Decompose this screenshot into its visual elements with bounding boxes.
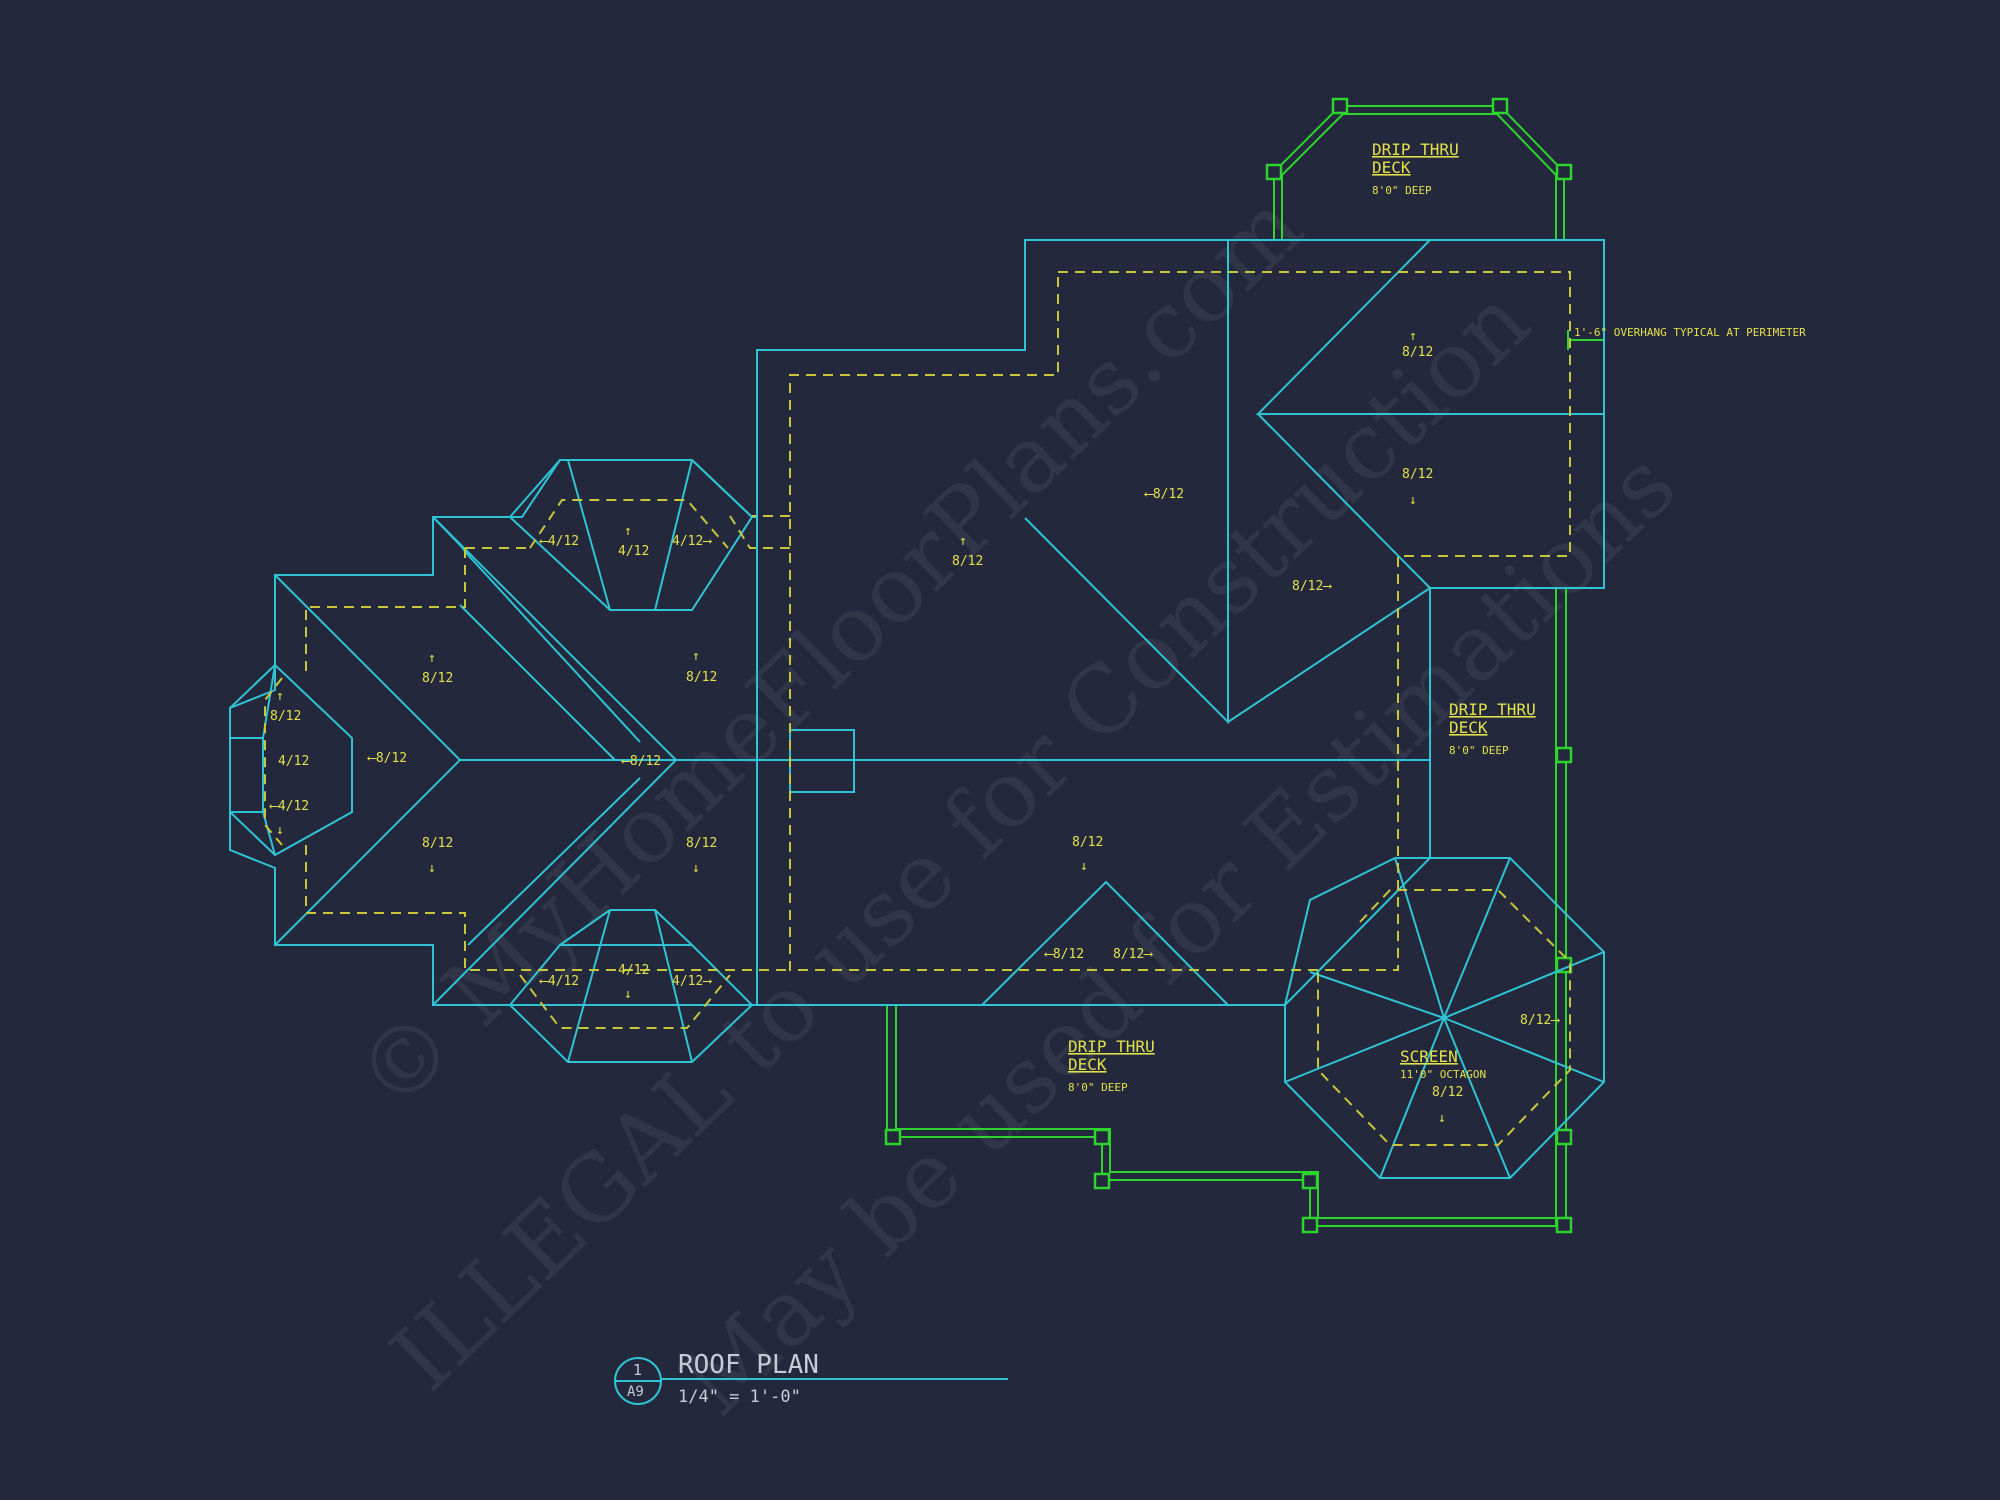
slope-label: ⟵8/12 (367, 751, 407, 766)
bottom-deck-title-2: DECK (1068, 1055, 1107, 1074)
front-gable (981, 880, 1229, 1006)
screen-octagon (1284, 857, 1605, 1179)
upper-right-hip (1024, 239, 1604, 725)
deck-post (1555, 1128, 1573, 1146)
slope-label: 4/12⟶ (672, 534, 712, 549)
slope-label: 8/12 (952, 554, 983, 569)
slope-arrow: ↓ (1409, 493, 1417, 508)
sheet-number: A9 (627, 1384, 644, 1400)
deck-post (1301, 1172, 1319, 1190)
slope-label: 8/12 (422, 671, 453, 686)
deck-post (1331, 97, 1349, 115)
top-bay-wall (465, 499, 729, 549)
bottom-deck-depth: 8'0" DEEP (1068, 1081, 1128, 1094)
slope-label: ⟵8/12 (621, 754, 661, 769)
slope-label: ⟵4/12 (269, 799, 309, 814)
slope-labels: 8/12 ↑ ⟵8/12 8/12 ↑ 8/12 ↓ 8/12⟶ 8/12 ↓ … (269, 329, 1560, 1126)
overhang-note: 1'-6" OVERHANG TYPICAL AT PERIMETER (1574, 326, 1806, 339)
slope-arrow: ↑ (624, 524, 632, 539)
deck-posts (884, 97, 1573, 1234)
deck-post (1555, 163, 1573, 181)
slope-arrow: ↓ (624, 987, 632, 1002)
slope-label: 8/12⟶ (1292, 579, 1332, 594)
slope-label: 4/12⟶ (672, 974, 712, 989)
slope-label: 4/12 (618, 544, 649, 559)
slope-label: ⟵4/12 (539, 974, 579, 989)
top-deck-depth: 8'0" DEEP (1372, 184, 1432, 197)
bottom-bay (508, 909, 754, 1063)
slope-arrow: ↑ (276, 689, 284, 704)
detail-number: 1 (633, 1361, 642, 1379)
right-deck-depth: 8'0" DEEP (1449, 744, 1509, 757)
slope-arrow: ↓ (276, 823, 284, 838)
slope-label: 8/12 (686, 836, 717, 851)
deck-post (1093, 1172, 1111, 1190)
drawing-scale: 1/4" = 1'-0" (678, 1387, 801, 1407)
deck-post (884, 1128, 902, 1146)
top-deck-title-2: DECK (1372, 158, 1411, 177)
deck-post (1491, 97, 1509, 115)
slope-arrow: ↑ (692, 649, 700, 664)
bottom-deck-title: DRIP THRU (1068, 1037, 1155, 1056)
top-deck-railing-inner (1281, 113, 1557, 240)
screen-octagon-rafters (1284, 857, 1605, 1179)
deck-post (1301, 1216, 1319, 1234)
deck-labels: DRIP THRU DECK 8'0" DEEP DRIP THRU DECK … (1068, 140, 1806, 1094)
title-block: 1 A9 ROOF PLAN 1/4" = 1'-0" (614, 1350, 1008, 1407)
slope-label: ⟵8/12 (1144, 487, 1184, 502)
watermark-line-2: ILLEGAL to use for Construction (371, 267, 1550, 1411)
slope-arrow: ↓ (428, 861, 436, 876)
drawing-title: ROOF PLAN (678, 1350, 819, 1380)
slope-label: 8/12 (270, 709, 301, 724)
left-bay (229, 663, 353, 857)
slope-arrow: ↑ (959, 534, 967, 549)
roof-outline (229, 239, 1605, 1179)
deck-railings (884, 97, 1605, 1234)
deck-post (1555, 746, 1573, 764)
top-deck-railing (1273, 105, 1565, 240)
bottom-bay-wall (519, 974, 731, 1029)
slope-label: 8/12⟶ (1520, 1013, 1560, 1028)
slope-label: 4/12 (618, 963, 649, 978)
screen-size: 11'0" OCTAGON (1400, 1068, 1486, 1081)
slope-label: 8/12 (1432, 1085, 1463, 1100)
slope-arrow: ↓ (1438, 1111, 1446, 1126)
slope-arrow: ↑ (428, 651, 436, 666)
right-deck-title: DRIP THRU (1449, 700, 1536, 719)
slope-label: ⟵4/12 (539, 534, 579, 549)
left-wing-wall (305, 515, 790, 971)
slope-label: ⟵8/12 (1044, 947, 1084, 962)
left-wing-valley (467, 554, 641, 946)
slope-label: 8/12 (1402, 345, 1433, 360)
main-wall-outline (789, 271, 1571, 971)
slope-label: 4/12 (278, 754, 309, 769)
slope-arrow: ↓ (1080, 859, 1088, 874)
deck-post (1265, 163, 1283, 181)
slope-arrow: ↑ (1409, 329, 1417, 344)
slope-label: 8/12 (1402, 467, 1433, 482)
deck-post (1555, 1216, 1573, 1234)
slope-label: 8/12 (422, 836, 453, 851)
octagon-wall (1317, 889, 1571, 1146)
slope-label: 8/12⟶ (1113, 947, 1153, 962)
slope-label: 8/12 (686, 670, 717, 685)
deck-post (1093, 1128, 1111, 1146)
watermark: © MyHomeFloorPlans.com ILLEGAL to use fo… (336, 172, 1696, 1435)
slope-label: 8/12 (1072, 835, 1103, 850)
wall-lines (264, 271, 1571, 1146)
left-bay-wall (264, 677, 283, 846)
right-deck-title-2: DECK (1449, 718, 1488, 737)
left-wing-hips (274, 516, 678, 1006)
top-deck-title: DRIP THRU (1372, 140, 1459, 159)
screen-title: SCREEN (1400, 1047, 1458, 1066)
slope-arrow: ↓ (692, 861, 700, 876)
